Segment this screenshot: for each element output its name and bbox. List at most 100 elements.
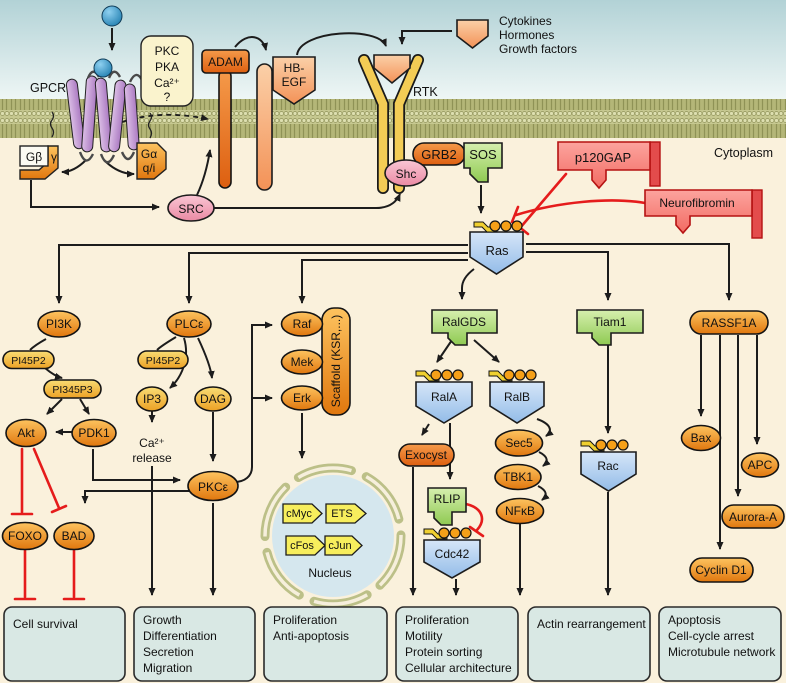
rassf1a-label: RASSF1A	[702, 316, 757, 330]
mek-shape	[280, 349, 324, 375]
sec5-label: Sec5	[505, 436, 533, 450]
sec5-shape	[494, 429, 544, 457]
gbeta-label: Gβ	[26, 150, 42, 164]
arc-plce-to-dag	[197, 337, 215, 379]
pdk1-label: PDK1	[78, 426, 110, 440]
sos-gef: SOS	[463, 142, 503, 183]
plce-label: PLCε	[175, 317, 204, 331]
ca-release-label1: Ca²⁺	[139, 436, 165, 450]
arrow-ralgds-to-rala	[436, 339, 453, 363]
cyclind1-label: Cyclin D1	[695, 563, 747, 577]
outcome-line: Cell-cycle arrest	[668, 629, 755, 643]
outcome-line: Migration	[143, 661, 192, 675]
outcome-line: Proliferation	[273, 613, 337, 627]
pi45p2a-label: PI45P2	[11, 355, 46, 367]
arrow-ras-to-rassf1a	[526, 243, 733, 301]
rlip-shape	[427, 487, 467, 526]
apc-shape	[740, 452, 780, 478]
adam-label: ADAM	[208, 55, 243, 69]
sos-label: SOS	[469, 147, 497, 162]
outcome-line: Cell survival	[13, 617, 78, 631]
arrow-ralb-to-sec5	[536, 418, 554, 437]
bax-shape	[680, 424, 722, 452]
pi45p2b-label: PI45P2	[146, 355, 181, 367]
kinase-box-line: ?	[164, 90, 171, 104]
arrow-hbegf-to-rtk	[296, 32, 387, 56]
adam-stem	[218, 69, 232, 189]
arrow-ras-to-pi3k	[55, 244, 468, 304]
pi45p2a-shape	[2, 350, 55, 370]
grb2-label: GRB2	[421, 147, 456, 162]
src-kinase: SRC	[167, 194, 215, 222]
hb-egf: HB- EGF	[256, 56, 316, 191]
outcome-line: Proliferation	[405, 613, 469, 627]
ralgds-branch: RalGDS RalA RalB Exocyst RLIP Cdc42 Sec5…	[398, 309, 545, 579]
ralb-label: RalB	[504, 390, 530, 404]
outcome-line: Microtubule network	[668, 645, 776, 659]
ggamma-label: γ	[51, 150, 57, 164]
outcome-line: Differentiation	[143, 629, 217, 643]
cytoplasm-region	[0, 138, 786, 683]
free-ligand-ball	[101, 5, 123, 27]
g-beta-gamma: Gβ γ	[19, 145, 59, 180]
akt-shape	[5, 418, 47, 448]
tbar-rlip	[468, 525, 485, 538]
kinase-question-box: PKC PKA Ca²⁺ ?	[140, 35, 194, 107]
arrow-adam-to-proegf	[234, 36, 268, 51]
rtk-arm	[359, 55, 388, 193]
hbegf-shape	[272, 56, 316, 105]
kinase-box-line: PKA	[155, 60, 179, 74]
ip3-label: IP3	[143, 392, 161, 406]
outcome-box-motility	[395, 606, 519, 682]
black-connectors	[29, 28, 761, 596]
ras-shape	[469, 231, 524, 275]
cytoplasm-label: Cytoplasm	[714, 146, 773, 160]
pi345p3-label: PI345P3	[52, 384, 92, 396]
gpcr-helix	[108, 79, 127, 153]
cdc42-shape	[423, 539, 481, 579]
kinase-box-line: PKC	[155, 44, 180, 58]
akt-label: Akt	[17, 426, 35, 440]
bax-label: Bax	[691, 431, 712, 445]
ralb-shape	[489, 381, 545, 424]
arrow-sec5-to-tbk1	[538, 451, 551, 467]
arrow-src-to-shc	[214, 193, 401, 209]
arrow-gbetagamma-to-src	[30, 180, 160, 211]
cmyc-label: cMyc	[286, 508, 312, 520]
gtp-beads	[595, 439, 629, 451]
src-shape	[167, 194, 215, 222]
mek-label: Mek	[291, 355, 315, 369]
ca-release-label2: release	[132, 451, 172, 465]
outcome-line: Cellular architecture	[405, 661, 512, 675]
tiam1-branch: Tiam1 Rac	[576, 309, 644, 492]
pi3k-shape	[37, 310, 81, 338]
ralgds-label: RalGDS	[442, 315, 486, 329]
nfkb-shape	[495, 497, 545, 525]
cyclind1-shape	[689, 557, 754, 583]
rac-shape	[580, 451, 637, 492]
hbegf-label2: EGF	[282, 75, 307, 89]
pkce-label: PKCε	[198, 480, 229, 494]
ip3-shape	[135, 386, 169, 412]
foxo-shape	[1, 521, 49, 551]
rassf1a-branch: RASSF1A Bax APC Aurora-A Cyclin D1	[680, 310, 785, 583]
outcome-boxes: Cell survival Growth Differentiation Sec…	[3, 606, 782, 682]
gtp-beads	[489, 220, 523, 232]
inhibit-rlip-cdc42	[464, 502, 484, 532]
arrow-ras-to-plce	[185, 252, 468, 304]
nuclear-envelope-core	[263, 466, 403, 606]
scaffold-label: Scaffold (KSR,...)	[329, 315, 343, 407]
pi3k-branch: PI3K PI45P2 PI345P3 Akt PDK1 FOXO BAD	[1, 310, 117, 551]
arrow-pi345p3-to-akt	[46, 398, 63, 415]
ralgds-shape	[431, 309, 498, 346]
arrow-ras-to-raf	[298, 259, 468, 304]
bad-shape	[53, 521, 95, 551]
arrow-ras-to-tiam1	[526, 251, 612, 301]
gtp-beads	[430, 369, 464, 381]
tbk1-label: TBK1	[503, 470, 533, 484]
gpcr-helix	[123, 83, 140, 151]
cfos-shape	[285, 535, 326, 556]
legend-line: Growth factors	[499, 42, 577, 56]
